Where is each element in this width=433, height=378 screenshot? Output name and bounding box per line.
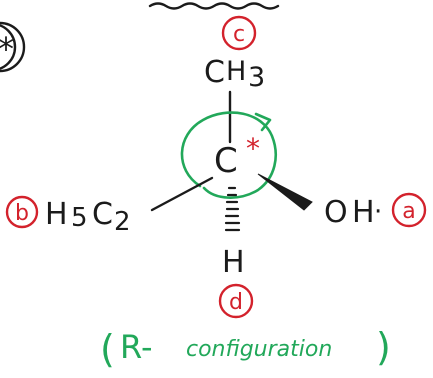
c2h5-subscript-5: 5 — [71, 203, 88, 233]
oh-h: H — [352, 195, 375, 230]
priority-a-badge: a — [391, 192, 427, 228]
c2h5-c: C — [92, 197, 113, 232]
priority-c-badge: c — [221, 15, 257, 51]
substituent-bottom-h: H — [222, 245, 245, 280]
caption-open-paren: ( — [100, 327, 115, 371]
caption-word: configuration — [186, 337, 332, 362]
priority-c-label: c — [233, 22, 245, 47]
caption-close-paren: ) — [376, 325, 391, 369]
chirality-star: * — [246, 132, 260, 165]
ch3-h: H — [226, 56, 246, 87]
rotation-arrow-arc — [180, 111, 278, 199]
oh-dot: · — [374, 197, 382, 227]
substituent-top-ch3: C H 3 — [204, 55, 265, 93]
corner-star-mark: * — [0, 21, 26, 73]
bond-right-wedge — [257, 173, 313, 211]
top-wavy-line — [148, 2, 280, 10]
ch3-subscript-3: 3 — [248, 62, 265, 93]
bond-bottom-hashed — [224, 186, 241, 232]
c2h5-subscript-2: 2 — [114, 207, 131, 237]
c2h5-h: H — [45, 197, 68, 232]
priority-d-label: d — [229, 290, 243, 315]
oh-o: O — [324, 195, 348, 230]
stereocenter-carbon: C — [214, 141, 238, 181]
priority-b-badge: b — [5, 195, 39, 229]
configuration-caption: ( R- configuration ) — [100, 325, 391, 371]
rotation-arrow-head — [254, 112, 272, 132]
corner-star-text: * — [0, 30, 14, 68]
substituent-right-oh: O H · — [324, 195, 382, 230]
priority-a-label: a — [402, 199, 415, 224]
substituent-left-c2h5: H 5 C 2 — [45, 197, 131, 237]
ch3-c: C — [204, 55, 225, 90]
bond-left — [150, 176, 214, 212]
priority-b-label: b — [15, 201, 29, 226]
priority-d-badge: d — [218, 283, 254, 319]
caption-r-letter: R- — [120, 328, 152, 366]
